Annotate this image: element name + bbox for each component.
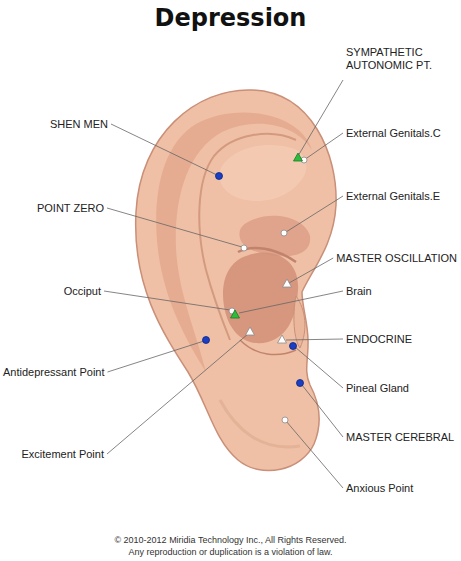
- leader-line: [239, 291, 343, 313]
- point-label: Pineal Gland: [346, 382, 409, 395]
- blue-point: [216, 173, 223, 180]
- copyright-note: Any reproduction or duplication is a vio…: [128, 547, 332, 558]
- point-label: Occiput: [64, 285, 101, 298]
- point-label: ENDOCRINE: [346, 333, 412, 346]
- white-point: [282, 417, 288, 423]
- scapha-fold: [156, 112, 312, 372]
- point-label: Anxious Point: [346, 482, 413, 495]
- copyright-note: © 2010-2012 Miridia Technology Inc., All…: [114, 535, 346, 546]
- blue-point: [290, 343, 297, 350]
- intertragic-notch: [240, 340, 296, 355]
- green-triangle: [231, 310, 240, 318]
- point-label: Excitement Point: [21, 448, 104, 461]
- point-label: MASTER OSCILLATION: [336, 252, 457, 265]
- triangular-fossa: [219, 145, 306, 201]
- point-markers: [203, 153, 308, 423]
- green-triangle: [294, 153, 303, 161]
- white-triangle: [278, 335, 287, 343]
- point-label: SYMPATHETIC AUTONOMIC PT.: [346, 46, 441, 72]
- leader-lines: [104, 80, 343, 488]
- point-label: MASTER CEREBRAL: [346, 431, 454, 444]
- leader-line: [107, 208, 242, 247]
- leader-line: [108, 341, 204, 372]
- leader-line: [304, 133, 343, 160]
- white-triangle: [283, 279, 292, 287]
- leader-line: [107, 334, 248, 454]
- leader-line: [302, 385, 343, 437]
- white-triangle: [246, 327, 255, 335]
- leader-line: [298, 80, 343, 156]
- ear-outline: [136, 90, 336, 471]
- leader-line: [286, 339, 343, 340]
- leader-line: [286, 196, 343, 232]
- leader-line: [295, 347, 343, 388]
- concha-cavum: [223, 253, 298, 344]
- leader-line: [111, 124, 217, 175]
- point-label: External Genitals.E: [346, 190, 440, 203]
- blue-point: [297, 380, 304, 387]
- point-label: POINT ZERO: [37, 202, 104, 215]
- leader-line: [286, 421, 343, 488]
- point-label: External Genitals.C: [346, 127, 441, 140]
- white-point: [281, 230, 287, 236]
- leader-line: [104, 291, 230, 310]
- point-label: Antidepressant Point: [3, 366, 105, 379]
- diagram-title: Depression: [0, 4, 461, 32]
- point-label: Brain: [346, 285, 372, 298]
- white-point: [241, 245, 247, 251]
- ear-drawing: [136, 90, 336, 471]
- leader-line: [289, 258, 333, 283]
- blue-point: [203, 337, 210, 344]
- point-label: SHEN MEN: [50, 118, 108, 131]
